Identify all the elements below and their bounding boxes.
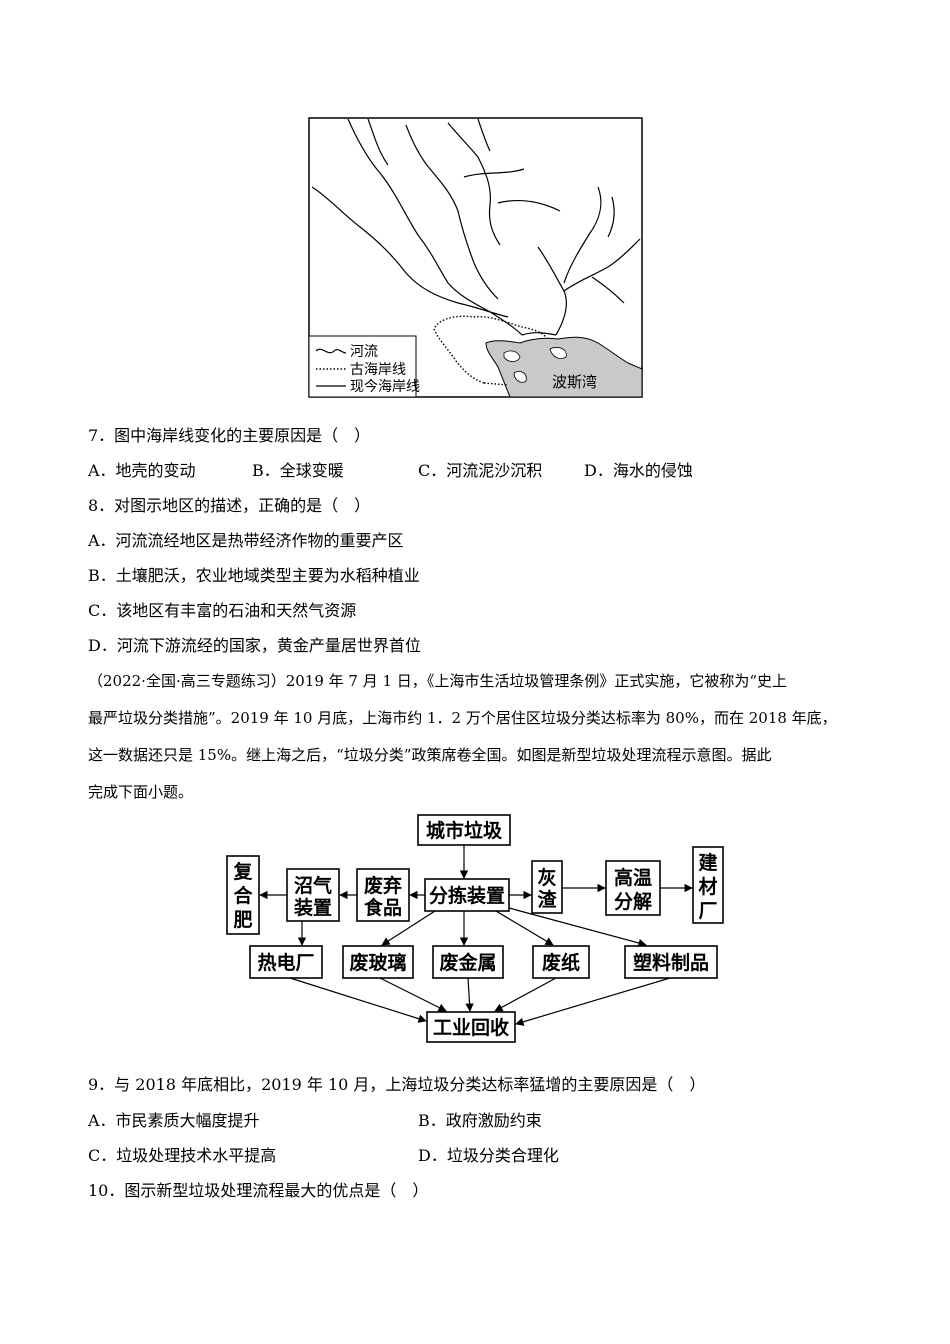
label-metal: 废金属 — [439, 951, 496, 974]
q7-option-b[interactable]: B．全球变暖 — [252, 461, 344, 480]
passage-line-4: 完成下面小题。 — [88, 783, 194, 801]
label-power-plant: 热电厂 — [257, 951, 314, 974]
q9-option-d[interactable]: D．垃圾分类合理化 — [418, 1146, 559, 1165]
legend-ancient-label: 古海岸线 — [350, 362, 406, 378]
q7-option-d[interactable]: D．海水的侵蚀 — [584, 461, 693, 480]
river-map: 河流 古海岸线 现今海岸线 波斯湾 — [308, 117, 643, 398]
label-food-waste-2: 食品 — [364, 896, 402, 919]
q9-option-c[interactable]: C．垃圾处理技术水平提高 — [88, 1146, 277, 1165]
label-city-waste: 城市垃圾 — [426, 819, 503, 842]
box-sorting — [424, 878, 510, 912]
island — [503, 350, 521, 362]
ancient-coastline — [433, 315, 547, 384]
label-building-1: 建 — [698, 851, 717, 874]
waste-flow-diagram: 城市垃圾 分拣装置 废弃 食品 沼气 装置 复 合 肥 灰 渣 高温 分解 建 … — [226, 814, 724, 1043]
box-plastic — [624, 945, 718, 979]
q10-stem: 10．图示新型垃圾处理流程最大的优点是（ ） — [88, 1181, 429, 1200]
q8-option-a[interactable]: A．河流流经地区是热带经济作物的重要产区 — [88, 531, 404, 550]
q9-option-a[interactable]: A．市民素质大幅度提升 — [88, 1111, 260, 1130]
label-plastic: 塑料制品 — [633, 951, 709, 974]
box-power-plant — [249, 945, 323, 979]
label-compound-fert-3: 肥 — [233, 909, 252, 931]
box-paper — [532, 945, 590, 979]
label-compound-fert-2: 合 — [233, 884, 253, 907]
label-food-waste-1: 废弃 — [364, 874, 402, 897]
legend-river-swatch — [315, 348, 347, 354]
label-sorting: 分拣装置 — [429, 884, 505, 907]
rivers — [311, 118, 641, 336]
box-glass — [342, 945, 414, 979]
passage-line-1: （2022·全国·高三专题练习）2019 年 7 月 1 日，《上海市生活垃圾管… — [88, 672, 787, 690]
box-biogas — [286, 868, 340, 922]
q9-option-b[interactable]: B．政府激励约束 — [418, 1111, 542, 1130]
legend-river-label: 河流 — [350, 344, 378, 360]
label-industrial: 工业回收 — [433, 1016, 509, 1039]
island — [549, 347, 567, 359]
box-building-material — [692, 846, 724, 924]
passage-line-3: 这一数据还只是 15%。继上海之后，“垃圾分类”政策席卷全国。如图是新型垃圾处理… — [88, 746, 772, 764]
map-legend — [308, 335, 417, 398]
legend-modern-label: 现今海岸线 — [350, 379, 420, 395]
box-high-temp — [605, 860, 661, 916]
q8-option-d[interactable]: D．河流下游流经的国家，黄金产量居世界首位 — [88, 636, 421, 655]
q7-option-a[interactable]: A．地壳的变动 — [88, 461, 196, 480]
q7-option-c[interactable]: C．河流泥沙沉积 — [418, 461, 543, 480]
q9-stem: 9．与 2018 年底相比，2019 年 10 月，上海垃圾分类达标率猛增的主要… — [88, 1075, 706, 1094]
label-ash-1: 灰 — [537, 866, 556, 889]
box-compound-fertilizer — [226, 855, 260, 935]
box-industrial-recycling — [426, 1011, 516, 1043]
persian-gulf — [485, 336, 643, 398]
label-ash-2: 渣 — [537, 888, 557, 911]
q8-option-b[interactable]: B．土壤肥沃，农业地域类型主要为水稻种植业 — [88, 566, 420, 585]
label-biogas-1: 沼气 — [294, 874, 332, 897]
box-ash — [531, 860, 563, 914]
label-high-temp-1: 高温 — [614, 866, 652, 889]
gulf-label: 波斯湾 — [552, 373, 597, 391]
q7-stem: 7．图中海岸线变化的主要原因是（ ） — [88, 426, 371, 445]
passage-line-2: 最严垃圾分类措施”。2019 年 10 月底，上海市约 1．2 万个居住区垃圾分… — [88, 709, 837, 727]
label-biogas-2: 装置 — [293, 896, 332, 919]
box-food-waste — [356, 868, 410, 922]
q8-stem: 8．对图示地区的描述，正确的是（ ） — [88, 496, 371, 515]
label-building-2: 材 — [698, 875, 717, 898]
label-paper: 废纸 — [542, 951, 580, 974]
q8-option-c[interactable]: C．该地区有丰富的石油和天然气资源 — [88, 601, 357, 620]
label-compound-fert-1: 复 — [232, 860, 253, 883]
label-high-temp-2: 分解 — [614, 890, 652, 913]
label-glass: 废玻璃 — [349, 951, 406, 974]
label-building-3: 厂 — [698, 900, 717, 922]
island — [513, 371, 527, 383]
